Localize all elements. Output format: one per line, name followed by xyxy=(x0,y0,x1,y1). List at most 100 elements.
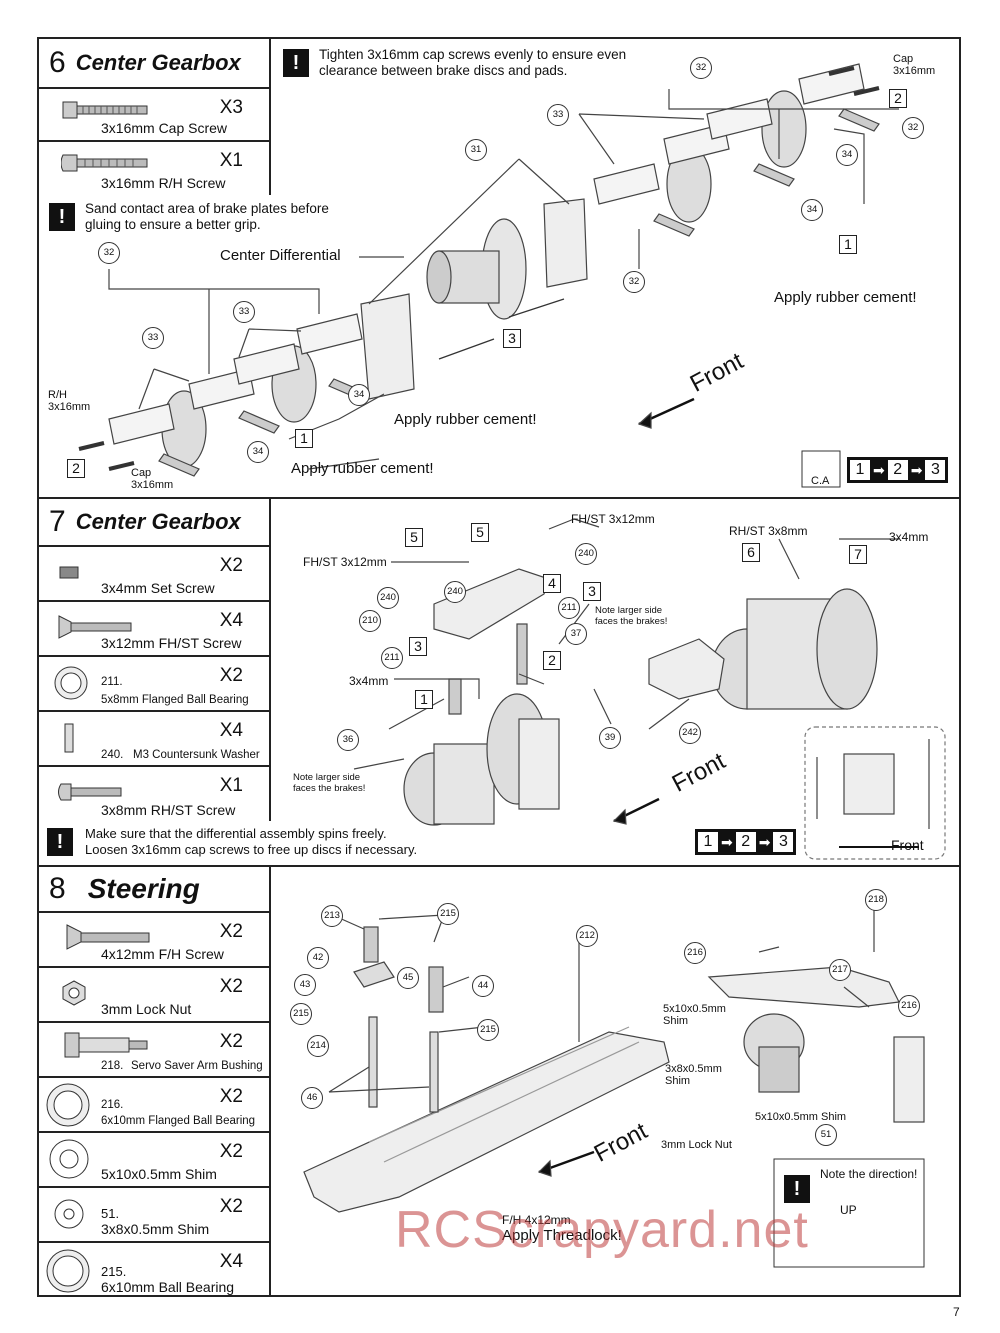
step-number: 6 xyxy=(49,46,66,79)
cap-screw-icon xyxy=(62,101,148,119)
sequence-step: 1 xyxy=(698,832,718,852)
step-box: 1 xyxy=(839,235,857,254)
part-callout: 213 xyxy=(321,905,343,927)
part-quantity: X1 xyxy=(219,775,243,796)
flat-head-screw-icon xyxy=(66,924,150,950)
part-callout: 215 xyxy=(477,1019,499,1041)
step-6-parts-list: 6 Center Gearbox X3 3x16mm Cap Screw X1 … xyxy=(39,39,271,195)
part-callout: 37 xyxy=(565,623,587,645)
part-callout: 242 xyxy=(679,722,701,744)
part-name: 3mm Lock Nut xyxy=(101,1001,192,1017)
step-box: 6 xyxy=(742,543,760,562)
part-callout: 43 xyxy=(294,974,316,996)
step-box: 2 xyxy=(543,651,561,670)
sequence-indicator: 1 ➡ 2 ➡ 3 xyxy=(695,829,797,855)
fhst-screw-label: FH/ST 3x12mm xyxy=(303,555,387,569)
up-label: UP xyxy=(840,1203,857,1217)
part-quantity: X2 xyxy=(219,665,243,686)
part-row: X2 216. 6x10mm Flanged Ball Bearing xyxy=(39,1078,269,1133)
ball-bearing-icon xyxy=(46,1249,90,1293)
part-row: X4 240. M3 Countersunk Washer xyxy=(39,712,269,767)
cap-screw-label: Cap 3x16mm xyxy=(893,53,936,77)
part-name: 4x12mm F/H Screw xyxy=(101,946,224,962)
part-number: 215. xyxy=(101,1264,127,1279)
part-quantity: X2 xyxy=(219,555,243,576)
center-differential-label: Center Differential xyxy=(220,247,341,264)
exclamation-icon: ! xyxy=(283,49,309,77)
screw-label: F/H 4x12mm xyxy=(502,1213,571,1227)
arrow-right-icon: ➡ xyxy=(721,833,733,850)
part-name: M3 Countersunk Washer xyxy=(133,749,260,761)
part-quantity: X2 xyxy=(219,921,243,942)
shim-icon xyxy=(54,1199,84,1229)
part-name: 3x8mm RH/ST Screw xyxy=(101,802,236,818)
part-callout: 42 xyxy=(307,947,329,969)
part-quantity: X4 xyxy=(219,610,243,631)
part-callout: 45 xyxy=(397,967,419,989)
step-6-exploded-diagram xyxy=(78,63,899,488)
fhst-screw-label: FH/ST 3x12mm xyxy=(571,512,655,526)
part-callout: 240 xyxy=(377,587,399,609)
part-name: 6x10mm Ball Bearing xyxy=(101,1279,235,1295)
part-name: 5x10x0.5mm Shim xyxy=(101,1166,217,1182)
step-box: 3 xyxy=(503,329,521,348)
step-6-title-row: 6 Center Gearbox xyxy=(39,39,269,89)
exclamation-icon: ! xyxy=(49,203,75,231)
round-head-screw-icon xyxy=(61,154,148,172)
arrow-right-icon: ➡ xyxy=(910,461,923,478)
part-callout: 32 xyxy=(902,117,924,139)
step-box: 5 xyxy=(405,528,423,547)
step-number: 7 xyxy=(49,505,66,538)
part-number: 211. xyxy=(101,676,123,688)
rubber-cement-label: Apply rubber cement! xyxy=(291,460,434,477)
step-number: 8 xyxy=(49,872,66,905)
exclamation-icon: ! xyxy=(784,1175,810,1203)
arrow-right-icon: ➡ xyxy=(758,833,771,850)
step-7-parts-list: 7 Center Gearbox X2 3x4mm Set Screw X4 3… xyxy=(39,499,271,821)
part-name: 3x16mm Cap Screw xyxy=(101,120,228,136)
part-quantity: X2 xyxy=(219,1031,243,1052)
shim-icon xyxy=(49,1139,89,1179)
sequence-step: 2 xyxy=(735,832,756,852)
part-callout: 36 xyxy=(337,729,359,751)
ball-bearing-icon xyxy=(46,1083,90,1127)
set-screw-label: 3x4mm xyxy=(349,674,389,688)
lock-nut-label: 3mm Lock Nut xyxy=(661,1139,732,1151)
shim-label: 5x10x0.5mm Shim xyxy=(663,1003,726,1027)
part-number: 216. xyxy=(101,1099,124,1111)
step-box: 7 xyxy=(849,545,867,564)
rhst-screw-label: RH/ST 3x8mm xyxy=(729,524,808,538)
part-quantity: X2 xyxy=(219,1196,243,1217)
step-box: 2 xyxy=(889,89,907,108)
step-title: Center Gearbox xyxy=(75,50,241,75)
rubber-cement-label: Apply rubber cement! xyxy=(394,411,537,428)
part-callout: 218 xyxy=(865,889,887,911)
arrow-right-icon: ➡ xyxy=(873,461,885,478)
cap-screw-label: Cap 3x16mm xyxy=(131,467,174,491)
part-callout: 240 xyxy=(444,581,466,603)
part-quantity: X2 xyxy=(219,1141,243,1162)
step-title: Steering xyxy=(87,873,200,904)
part-name: 3x8x0.5mm Shim xyxy=(101,1221,210,1237)
part-quantity: X1 xyxy=(219,150,243,171)
part-quantity: X4 xyxy=(219,720,243,741)
part-callout: 212 xyxy=(576,925,598,947)
part-row: X1 3x16mm R/H Screw xyxy=(39,142,269,195)
step-box: 1 xyxy=(415,690,433,709)
part-callout: 39 xyxy=(599,727,621,749)
part-callout: 44 xyxy=(472,975,494,997)
part-quantity: X4 xyxy=(219,1251,243,1272)
part-row: X2 218. Servo Saver Arm Bushing xyxy=(39,1023,269,1078)
step-box: 4 xyxy=(543,574,561,593)
part-name: Servo Saver Arm Bushing xyxy=(131,1060,263,1072)
part-callout: 34 xyxy=(836,144,858,166)
part-callout: 216 xyxy=(684,942,706,964)
part-callout: 34 xyxy=(348,384,370,406)
set-screw-label: 3x4mm xyxy=(889,530,929,544)
part-name: 6x10mm Flanged Ball Bearing xyxy=(101,1115,256,1127)
part-row: X2 5x10x0.5mm Shim xyxy=(39,1133,269,1188)
part-row: X3 3x16mm Cap Screw xyxy=(39,89,269,142)
part-callout: 217 xyxy=(829,959,851,981)
part-callout: 211 xyxy=(381,647,403,669)
flat-head-screw-icon xyxy=(58,615,132,639)
